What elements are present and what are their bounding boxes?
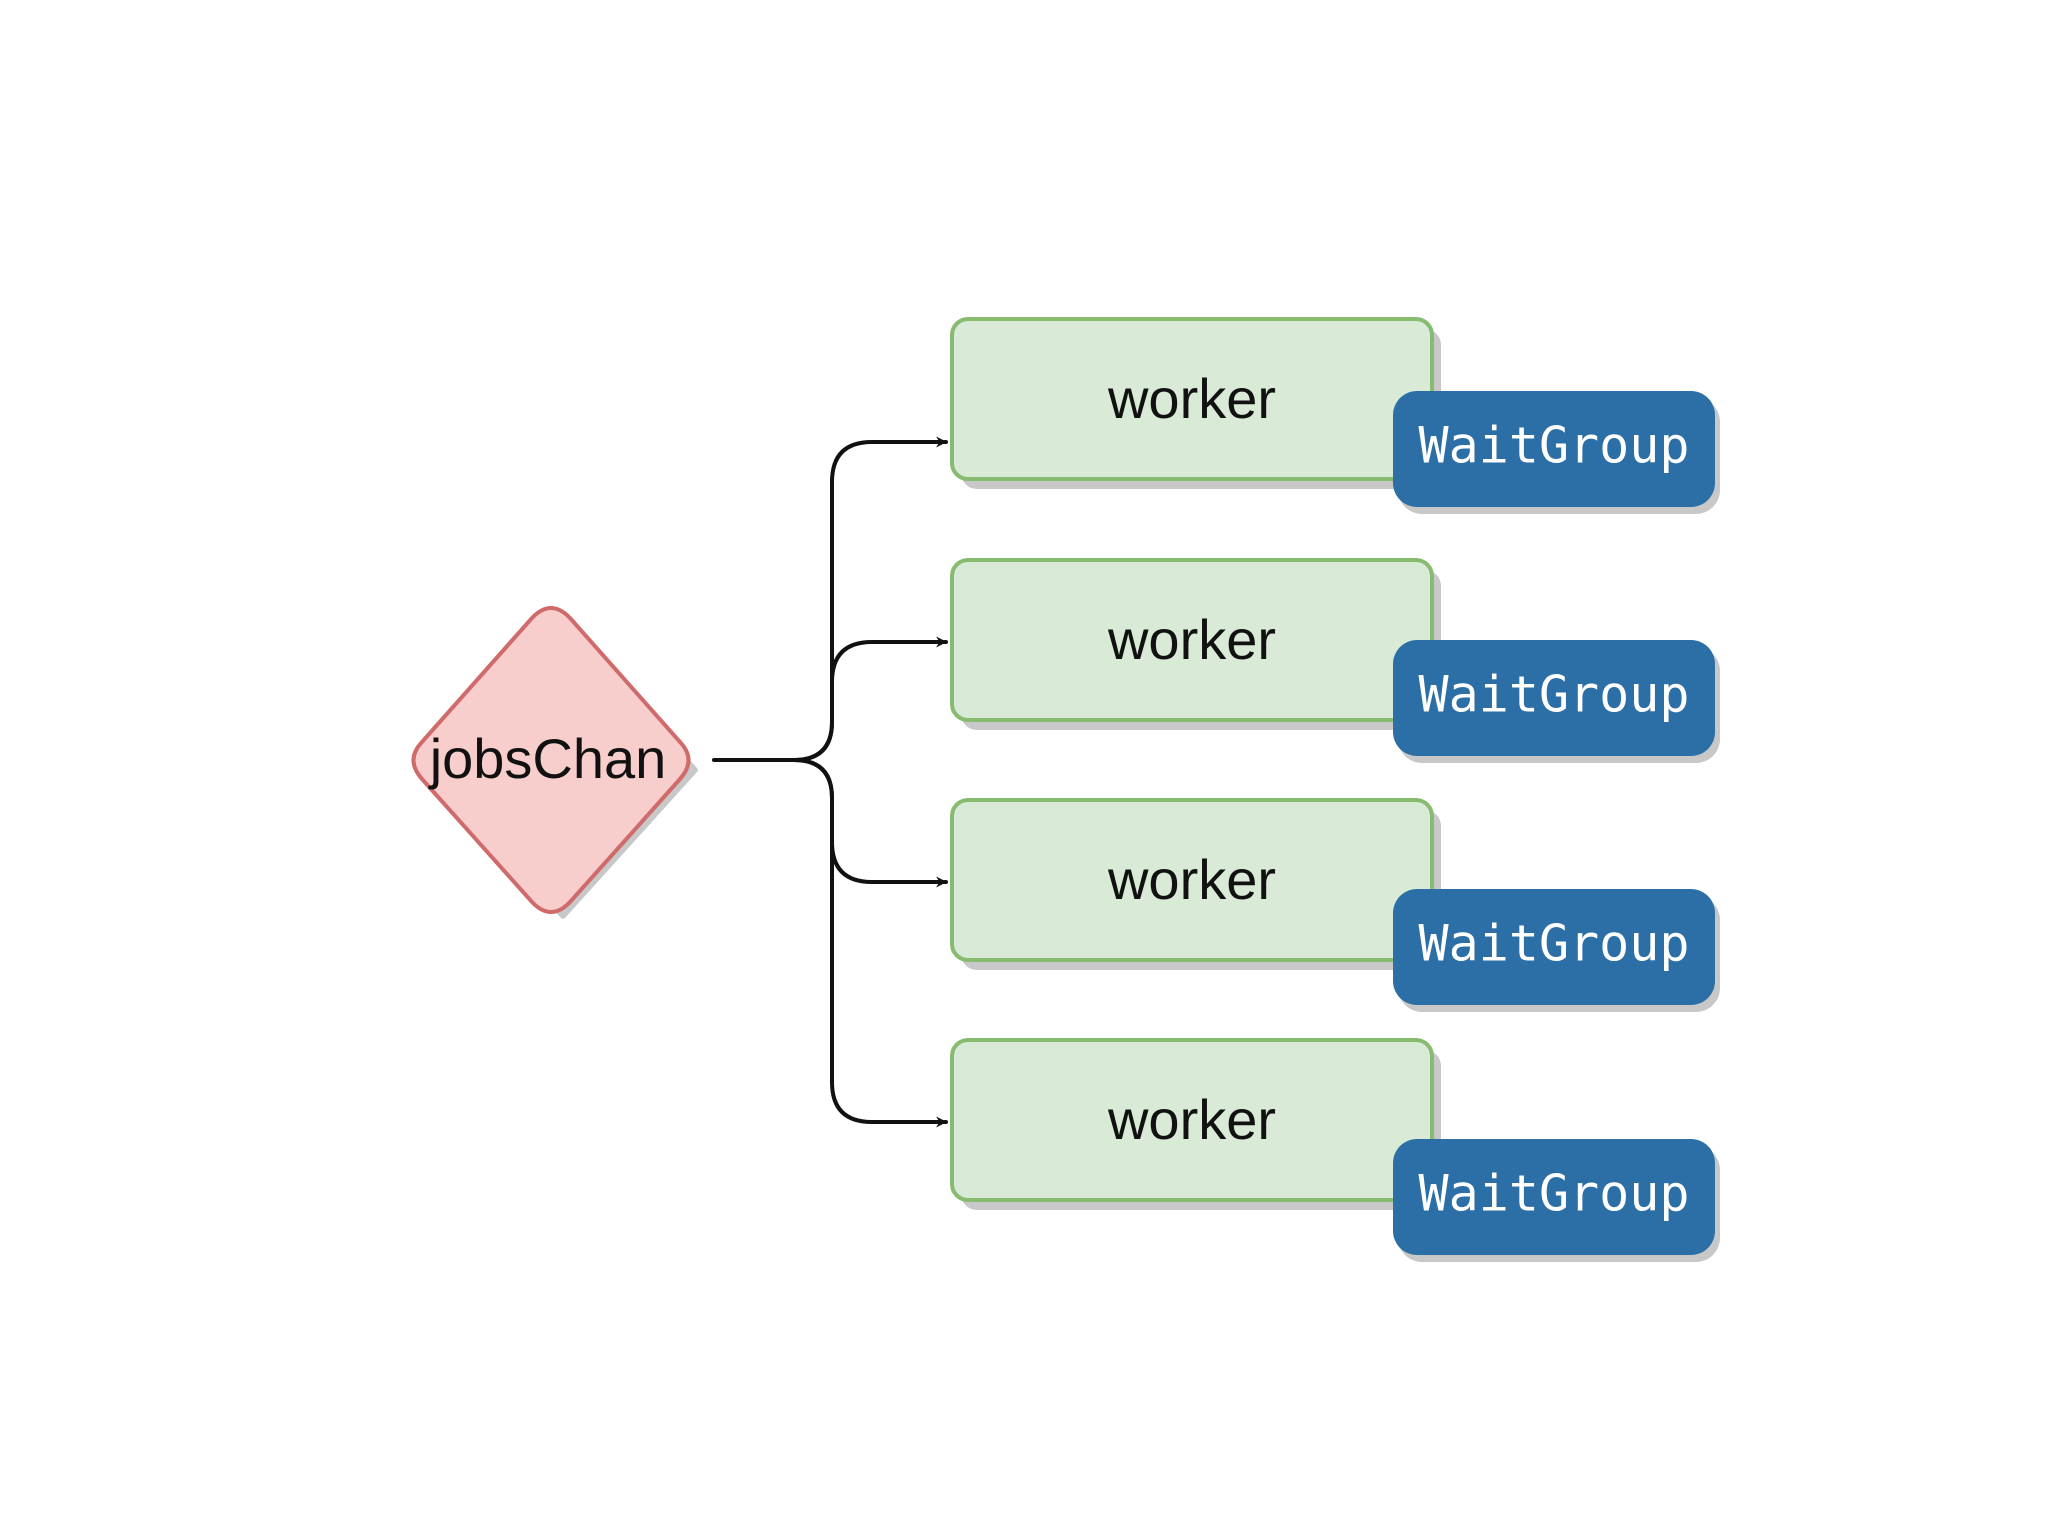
worker-label: worker [1107, 608, 1276, 671]
worker-node: worker WaitGroup [950, 558, 1720, 763]
waitgroup-badge [1393, 889, 1715, 1005]
jobschan-shape [411, 606, 691, 914]
worker-node: worker WaitGroup [950, 317, 1720, 514]
waitgroup-badge [1393, 1139, 1715, 1255]
jobschan-node: jobsChan [411, 606, 698, 919]
connector-to-worker-4 [792, 758, 948, 1128]
connectors [712, 436, 948, 1128]
worker-box [950, 1038, 1434, 1202]
worker-box [950, 798, 1434, 962]
worker-label: worker [1107, 848, 1276, 911]
connector-to-worker-3 [792, 758, 948, 888]
worker-label: worker [1107, 367, 1276, 430]
waitgroup-label: WaitGroup [1419, 666, 1690, 724]
jobschan-label: jobsChan [428, 727, 667, 790]
waitgroup-badge [1393, 391, 1715, 507]
waitgroup-label: WaitGroup [1419, 417, 1690, 475]
waitgroup-label: WaitGroup [1419, 1165, 1690, 1223]
worker-label: worker [1107, 1088, 1276, 1151]
waitgroup-label: WaitGroup [1419, 915, 1690, 973]
connector-to-worker-2 [792, 636, 948, 762]
worker-node: worker WaitGroup [950, 798, 1720, 1012]
connector-to-worker-1 [792, 436, 948, 762]
worker-node: worker WaitGroup [950, 1038, 1720, 1262]
waitgroup-badge [1393, 640, 1715, 756]
